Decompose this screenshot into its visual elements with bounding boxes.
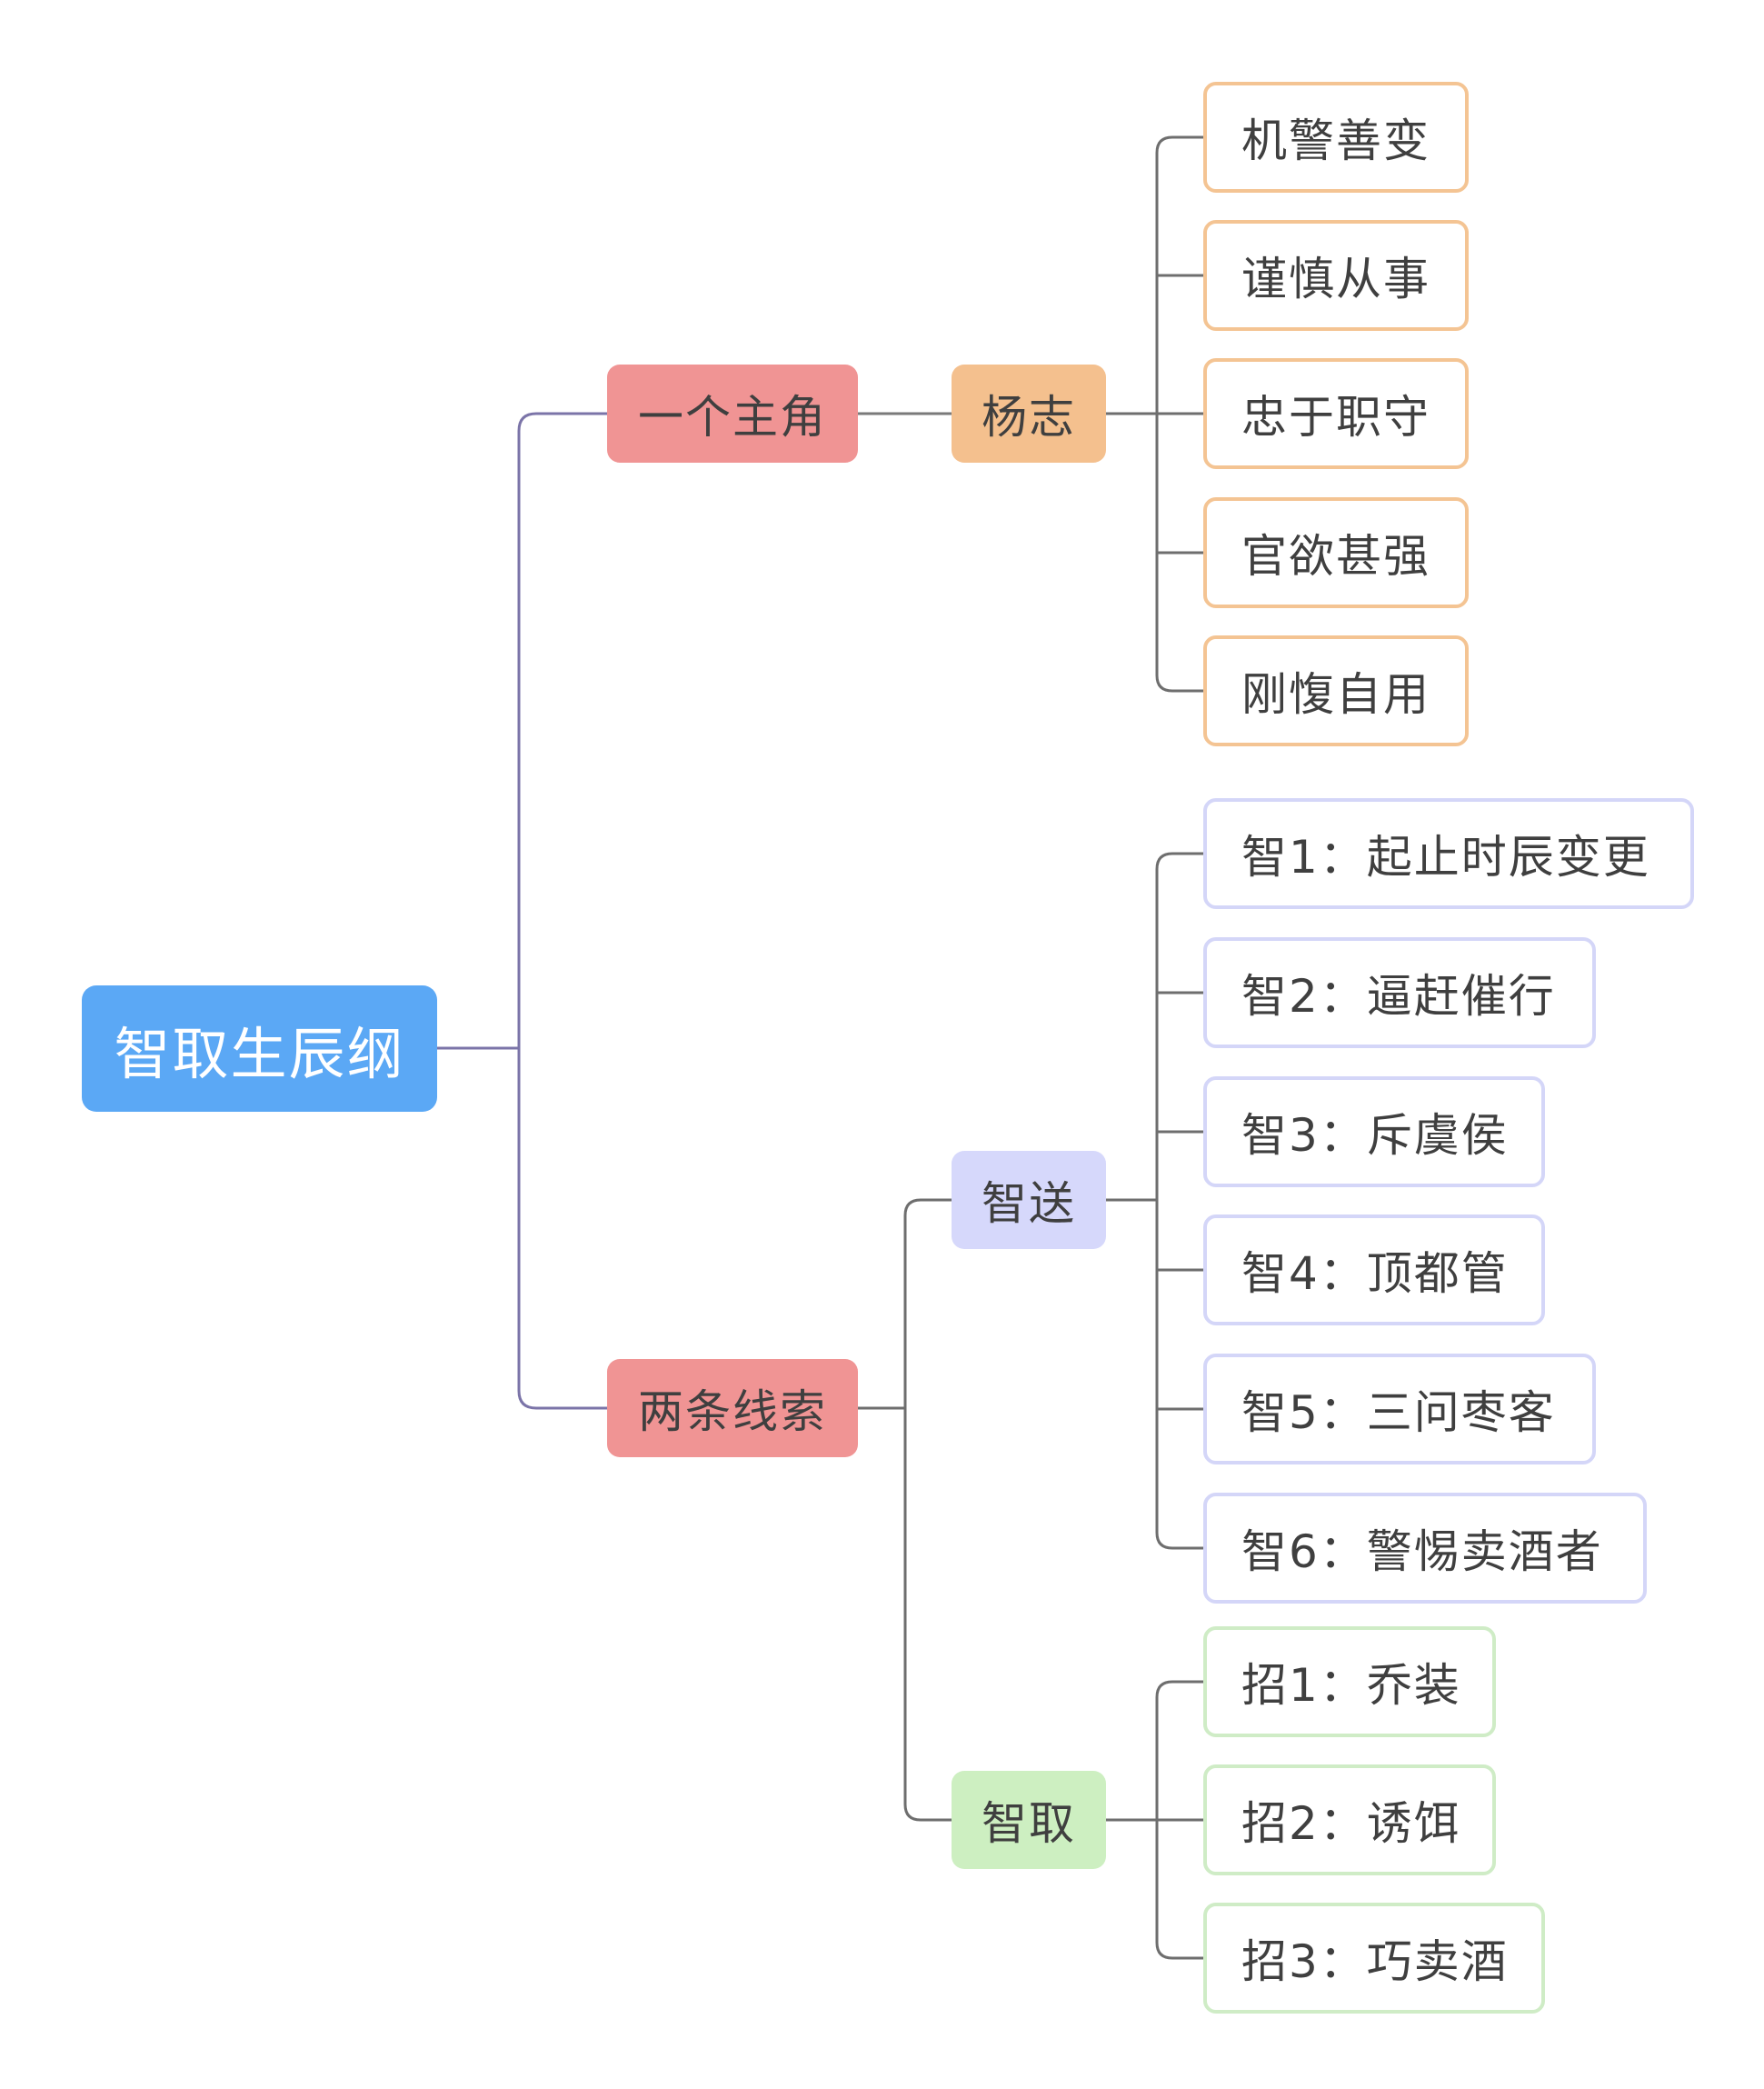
leaf-node[interactable]: 招1：乔装 <box>1203 1626 1496 1737</box>
connector-root-branches <box>437 412 607 1410</box>
connector-yangzhi-leaves <box>1106 135 1205 693</box>
connector-zhisong-leaves <box>1106 852 1205 1550</box>
leaf-node[interactable]: 官欲甚强 <box>1203 497 1469 608</box>
leaf-node[interactable]: 智5：三问枣客 <box>1203 1354 1596 1464</box>
leaf-node[interactable]: 刚愎自用 <box>1203 635 1469 746</box>
branch-node-two-clues[interactable]: 两条线索 <box>607 1359 858 1457</box>
sub-node-yangzhi[interactable]: 杨志 <box>952 365 1106 463</box>
leaf-node[interactable]: 智4：顶都管 <box>1203 1214 1545 1325</box>
leaf-node[interactable]: 智2：逼赶催行 <box>1203 937 1596 1048</box>
connector-zhiqu-leaves <box>1106 1680 1205 1960</box>
leaf-node[interactable]: 招2：诱饵 <box>1203 1764 1496 1875</box>
leaf-node[interactable]: 智6：警惕卖酒者 <box>1203 1493 1647 1604</box>
leaf-node[interactable]: 招3：巧卖酒 <box>1203 1903 1545 2014</box>
leaf-node[interactable]: 谨慎从事 <box>1203 220 1469 331</box>
leaf-node[interactable]: 智1：起止时辰变更 <box>1203 798 1694 909</box>
sub-node-zhiqu[interactable]: 智取 <box>952 1771 1106 1869</box>
root-node[interactable]: 智取生辰纲 <box>82 985 437 1112</box>
connector-branch2-subs <box>858 1198 952 1822</box>
branch-node-protagonist[interactable]: 一个主角 <box>607 365 858 463</box>
leaf-node[interactable]: 忠于职守 <box>1203 358 1469 469</box>
leaf-node[interactable]: 智3：斥虞侯 <box>1203 1076 1545 1187</box>
sub-node-zhisong[interactable]: 智送 <box>952 1151 1106 1249</box>
leaf-node[interactable]: 机警善变 <box>1203 82 1469 193</box>
